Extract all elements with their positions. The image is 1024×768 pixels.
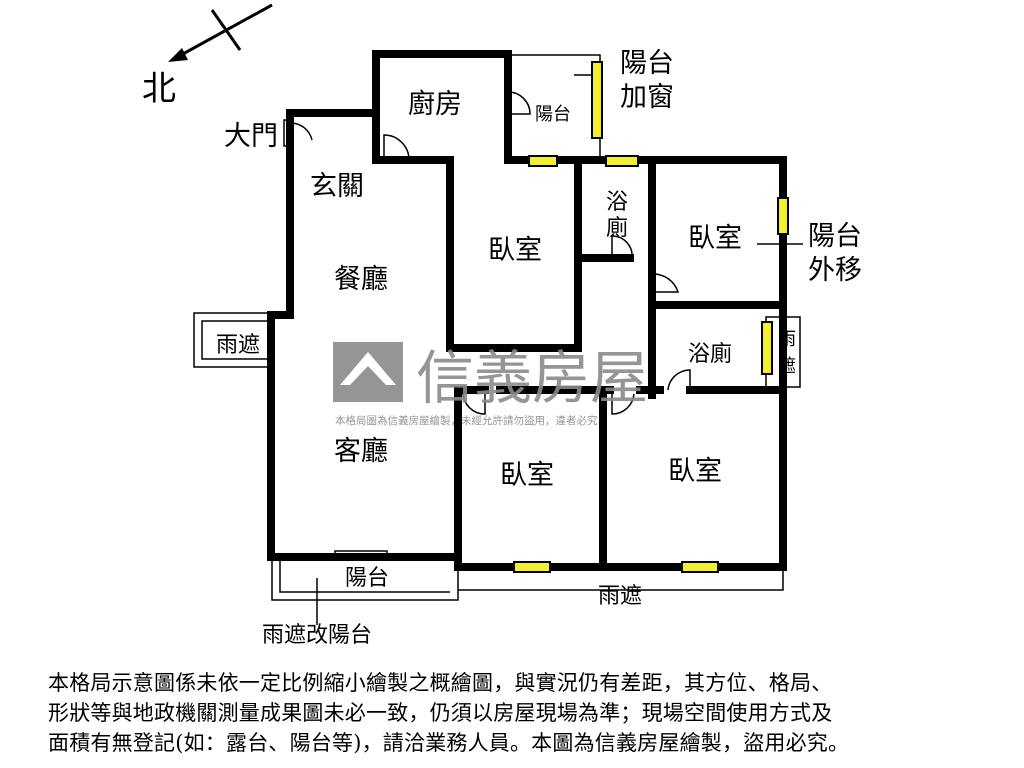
label-balcony-moved-2: 外移 [808, 255, 862, 286]
label-bedroom-bottom-right: 臥室 [668, 456, 722, 487]
label-canopy-bottom: 雨遮 [598, 584, 642, 609]
label-balcony-small: 陽台 [535, 104, 571, 125]
compass-arrowhead-icon [168, 48, 188, 62]
kitchen-door-swing[interactable] [383, 134, 410, 161]
bottom-mid-bedroom-door-swing[interactable] [462, 390, 486, 415]
compass: 北 [142, 3, 273, 109]
compass-arrow-shaft [171, 3, 273, 62]
label-canopy-left: 雨遮 [216, 333, 260, 358]
main-door-swing[interactable] [289, 122, 313, 141]
window-balcony [591, 61, 603, 139]
watermark-logo-roof [340, 352, 396, 385]
label-canopy-right-2: 遮 [778, 356, 796, 377]
window-bath-right [761, 321, 773, 375]
floor-plan: 北 [142, 3, 862, 648]
right-outer-wall [454, 156, 787, 571]
label-bedroom-right-top: 臥室 [688, 223, 742, 254]
disclaimer-line: 本格局示意圖係未依一定比例縮小繪製之概繪圖，與實況仍有差距，其方位、格局、 [48, 671, 833, 695]
sliding-door-living [334, 550, 388, 560]
label-canopy-to-balcony: 雨遮改陽台 [262, 623, 372, 648]
label-balcony-window-2: 加窗 [620, 82, 674, 113]
bottom-right-bedroom-door-swing[interactable] [611, 390, 635, 415]
thin-outlines [193, 54, 803, 625]
label-foyer: 玄關 [310, 171, 364, 202]
label-dining: 餐廳 [334, 264, 388, 295]
balcony-door-swing[interactable] [507, 91, 531, 115]
sliding-door-center [446, 167, 454, 321]
watermark-brand: 信義房屋 [416, 344, 648, 412]
north-label: 北 [142, 69, 176, 109]
label-bedroom-center: 臥室 [488, 235, 542, 266]
disclaimer-line: 面積有無登記(如：露台、陽台等)，請洽業務人員。本圖為信義房屋繪製，盜用必究。 [48, 731, 850, 755]
window-right-bedroom [777, 197, 789, 235]
room-labels: 廚房 陽台 陽台 加窗 大門 玄關 餐廳 臥室 浴 廁 臥室 陽台 外移 雨遮 … [216, 48, 862, 648]
windows [513, 61, 789, 573]
label-balcony-bottom: 陽台 [345, 566, 389, 591]
label-bedroom-bottom-mid: 臥室 [500, 460, 554, 491]
label-kitchen: 廚房 [408, 89, 462, 120]
compass-cross-line [210, 9, 242, 51]
label-bath-top-1: 浴 [606, 190, 628, 215]
disclaimer-line: 形狀等與地政機關測量成果圖未必一致，仍須以房屋現場為準；現場空間使用方式及 [48, 701, 833, 725]
kitchen-wall [372, 50, 512, 164]
window-bottom-mid [513, 561, 551, 573]
window-top-corridor [605, 155, 639, 167]
window-kitchen-balcony [528, 155, 558, 167]
label-canopy-right-1: 雨 [778, 329, 796, 350]
right-bedroom-door-swing[interactable] [651, 273, 680, 293]
label-balcony-moved-1: 陽台 [808, 221, 862, 252]
label-main-door: 大門 [224, 121, 278, 152]
left-outer-wall [267, 109, 462, 561]
bath-top-door-swing[interactable] [611, 235, 633, 259]
window-bottom-right [681, 561, 719, 573]
watermark-logo-icon [333, 342, 403, 402]
watermark: 信義房屋 本格局圖為信義房屋繪製，未經允許請勿盜用，違者必究 [333, 342, 648, 427]
label-living: 客廳 [334, 436, 388, 467]
label-balcony-window-1: 陽台 [620, 48, 674, 79]
watermark-notice: 本格局圖為信義房屋繪製，未經允許請勿盜用，違者必究 [335, 414, 598, 427]
bath-right-door-swing[interactable] [667, 369, 691, 391]
bottom-balcony-inner [279, 555, 450, 593]
label-bath-top-2: 廁 [606, 216, 628, 241]
walls [267, 50, 787, 571]
label-bath-right: 浴廁 [688, 342, 732, 367]
main-door-leaf[interactable] [283, 119, 291, 147]
sliding-doors [283, 119, 454, 560]
disclaimer: 本格局示意圖係未依一定比例縮小繪製之概繪圖，與實況仍有差距，其方位、格局、 形狀… [48, 668, 998, 758]
door-swings [289, 91, 691, 415]
